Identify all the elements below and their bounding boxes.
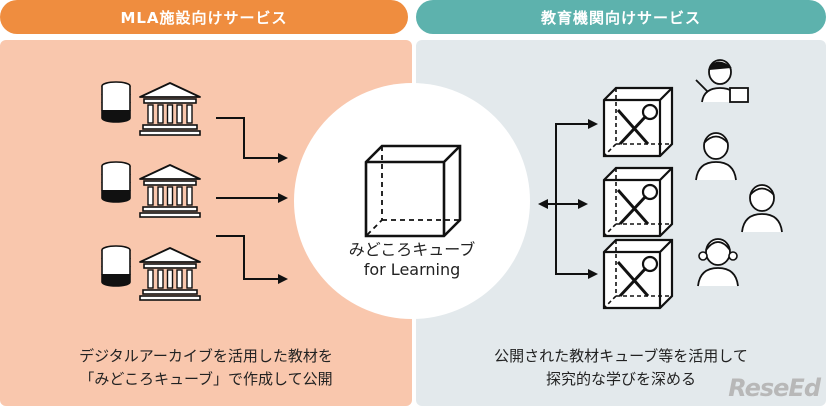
- museum-icon-3: [139, 247, 201, 301]
- student-icon-2: [741, 184, 783, 233]
- mla-caption-line2: 「みどころキューブ」で作成して公開: [79, 370, 333, 388]
- mla-caption: デジタルアーカイブを活用した教材を 「みどころキューブ」で作成して公開: [0, 345, 412, 391]
- museum-icon-1: [139, 82, 201, 136]
- education-caption-line2: 探究的な学びを深める: [545, 370, 696, 388]
- tool-cube-icon-3: [602, 238, 674, 310]
- student-icon-1: [695, 132, 737, 181]
- teacher-icon: [695, 59, 749, 103]
- database-icon-3: [101, 245, 131, 287]
- education-header: 教育機関向けサービス: [416, 0, 826, 34]
- connector-arrows-left: [216, 117, 280, 280]
- education-caption-line1: 公開された教材キューブ等を活用して: [494, 347, 748, 365]
- education-caption: 公開された教材キューブ等を活用して 探究的な学びを深める: [416, 345, 826, 391]
- connector-arrows-right: [545, 123, 590, 275]
- cube-icon: [364, 144, 462, 238]
- tool-cube-icon-1: [602, 86, 674, 158]
- database-icon-2: [101, 161, 131, 203]
- tool-cube-icon-2: [602, 166, 674, 238]
- mla-caption-line1: デジタルアーカイブを活用した教材を: [79, 347, 333, 365]
- database-icon-1: [101, 81, 131, 123]
- center-title: みどころキューブ: [348, 240, 476, 259]
- center-subtitle: for Learning: [363, 260, 461, 279]
- resed-logo: ReseEd: [728, 374, 821, 402]
- student-icon-3: [697, 238, 739, 287]
- museum-icon-2: [139, 164, 201, 218]
- mla-header: MLA施設向けサービス: [0, 0, 408, 34]
